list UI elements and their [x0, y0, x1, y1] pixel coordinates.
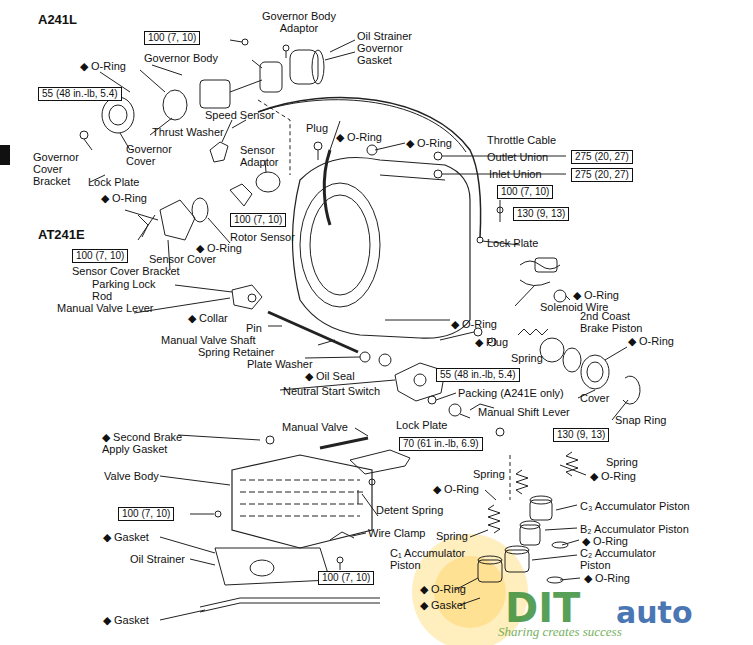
part-label: Spring: [511, 352, 543, 364]
part-label: ◆ O-Ring: [584, 572, 630, 584]
part-label: Manual Valve: [282, 421, 348, 433]
part-label: Spring: [473, 468, 505, 480]
part-label: Governor Body Adaptor: [253, 10, 345, 34]
part-label: Governor Gasket: [357, 42, 412, 66]
part-label: Sensor Cover Bracket: [72, 265, 180, 277]
part-label: ◆ O-Ring: [101, 192, 147, 204]
part-label: ◆ O-Ring: [406, 137, 452, 149]
torque-spec-box: 100 (7, 10): [230, 213, 286, 227]
part-label: Detent Spring: [376, 504, 443, 516]
part-label: Plate Washer: [247, 358, 313, 370]
part-label: Governor Cover: [126, 143, 182, 167]
part-label: Valve Body: [104, 470, 159, 482]
part-label: Thrust Washer: [152, 126, 224, 138]
watermark: auto: [616, 598, 693, 628]
part-label: Lock Plate: [487, 237, 538, 249]
torque-value: 55 (48 in.-lb, 5.4): [42, 88, 118, 99]
torque-value: 100 (7, 10): [234, 214, 282, 225]
part-label: ◆ Oil Seal: [305, 370, 355, 382]
part-label: ◆ O-Ring: [573, 289, 619, 301]
part-label: ◆ O-Ring: [628, 335, 674, 347]
part-label: Manual Shift Lever: [478, 406, 570, 418]
part-label: Spring Retainer: [198, 346, 274, 358]
part-label: Outlet Union: [487, 151, 548, 163]
part-label: ◆ O-Ring: [420, 583, 466, 595]
part-label: Speed Sensor: [205, 109, 275, 121]
torque-spec-box: 100 (7, 10): [497, 185, 553, 199]
torque-value: 130 (9, 13): [517, 208, 565, 219]
part-label: ◆ O-Ring: [590, 470, 636, 482]
torque-spec-box: 275 (20, 27): [571, 150, 633, 164]
torque-spec-box: 100 (7, 10): [144, 31, 200, 45]
torque-value: 100 (7, 10): [76, 250, 124, 261]
part-label: Inlet Union: [489, 168, 542, 180]
part-label: Rotor Sensor: [230, 231, 295, 243]
part-label: Sensor Cover: [149, 253, 216, 265]
torque-spec-box: 100 (7, 10): [118, 507, 174, 521]
part-label: Plug: [306, 122, 328, 134]
part-label: Wire Clamp: [368, 527, 425, 539]
part-label: Packing (A241E only): [458, 387, 564, 399]
part-label: Manual Valve Shaft: [161, 334, 256, 346]
part-label: ◆ Gasket: [420, 599, 466, 611]
torque-spec-box: 275 (20, 27): [571, 168, 633, 182]
part-label: ◆ O-Ring: [196, 242, 242, 254]
part-label: C₂ Accumulator Piston: [580, 547, 666, 571]
part-label: Neutral Start Switch: [283, 385, 380, 397]
torque-value: 55 (48 in.-lb, 5.4): [440, 369, 516, 380]
part-label: 2nd Coast Brake Piston: [580, 310, 652, 334]
part-label: Manual Valve Lever: [57, 302, 153, 314]
part-label: ◆ Collar: [188, 312, 228, 324]
torque-value: 100 (7, 10): [501, 186, 549, 197]
part-label: ◆ Plug: [475, 336, 508, 348]
part-label: Governor Body: [144, 52, 218, 64]
part-label: ◆ Gasket: [103, 531, 149, 543]
watermark: Sharing creates success: [498, 625, 622, 639]
torque-spec-box: 130 (9, 13): [553, 428, 609, 442]
part-label: ◆ O-Ring: [451, 318, 497, 330]
torque-value: 100 (7, 10): [122, 508, 170, 519]
part-label: Spring: [606, 456, 638, 468]
torque-value: 130 (9, 13): [557, 429, 605, 440]
torque-value: 70 (61 in.-lb, 6.9): [403, 438, 479, 449]
part-label: Throttle Cable: [487, 134, 556, 146]
part-label: Lock Plate: [88, 176, 139, 188]
torque-value: 275 (20, 27): [575, 151, 629, 162]
torque-spec-box: 100 (7, 10): [72, 249, 128, 263]
model-heading: A241L: [38, 14, 77, 26]
torque-value: 100 (7, 10): [148, 32, 196, 43]
model-heading: AT241E: [38, 229, 85, 241]
part-label: ◆ Gasket: [103, 614, 149, 626]
part-label: Governor Cover Bracket: [33, 151, 85, 187]
part-label: ◆ O-Ring: [433, 483, 479, 495]
part-label: Snap Ring: [615, 414, 666, 426]
part-label: Parking Lock Rod: [92, 278, 164, 302]
part-label: C₁ Accumulator Piston: [390, 547, 476, 571]
torque-spec-box: 100 (7, 10): [318, 571, 374, 585]
watermark: DIT: [505, 588, 580, 628]
part-label: Spring: [436, 530, 468, 542]
part-label: Oil Strainer: [357, 30, 412, 42]
part-label: Cover: [580, 392, 609, 404]
torque-spec-box: 55 (48 in.-lb, 5.4): [38, 87, 122, 101]
torque-value: 100 (7, 10): [322, 572, 370, 583]
torque-value: 275 (20, 27): [575, 169, 629, 180]
part-label: Oil Strainer: [130, 553, 185, 565]
part-label: Lock Plate: [396, 419, 447, 431]
torque-spec-box: 55 (48 in.-lb, 5.4): [436, 368, 520, 382]
part-label: ◆ O-Ring: [80, 60, 126, 72]
part-label: ◆ O-Ring: [336, 131, 382, 143]
part-label: C₃ Accumulator Piston: [580, 500, 690, 512]
torque-spec-box: 130 (9, 13): [513, 207, 569, 221]
part-label: B₂ Accumulator Piston: [580, 523, 689, 535]
torque-spec-box: 70 (61 in.-lb, 6.9): [399, 437, 483, 451]
part-label: ◆ O-Ring: [582, 535, 628, 547]
part-label: ◆ Second Brake Apply Gasket: [102, 431, 194, 455]
part-label: Pin: [246, 322, 262, 334]
part-label: Sensor Adaptor: [240, 144, 290, 168]
